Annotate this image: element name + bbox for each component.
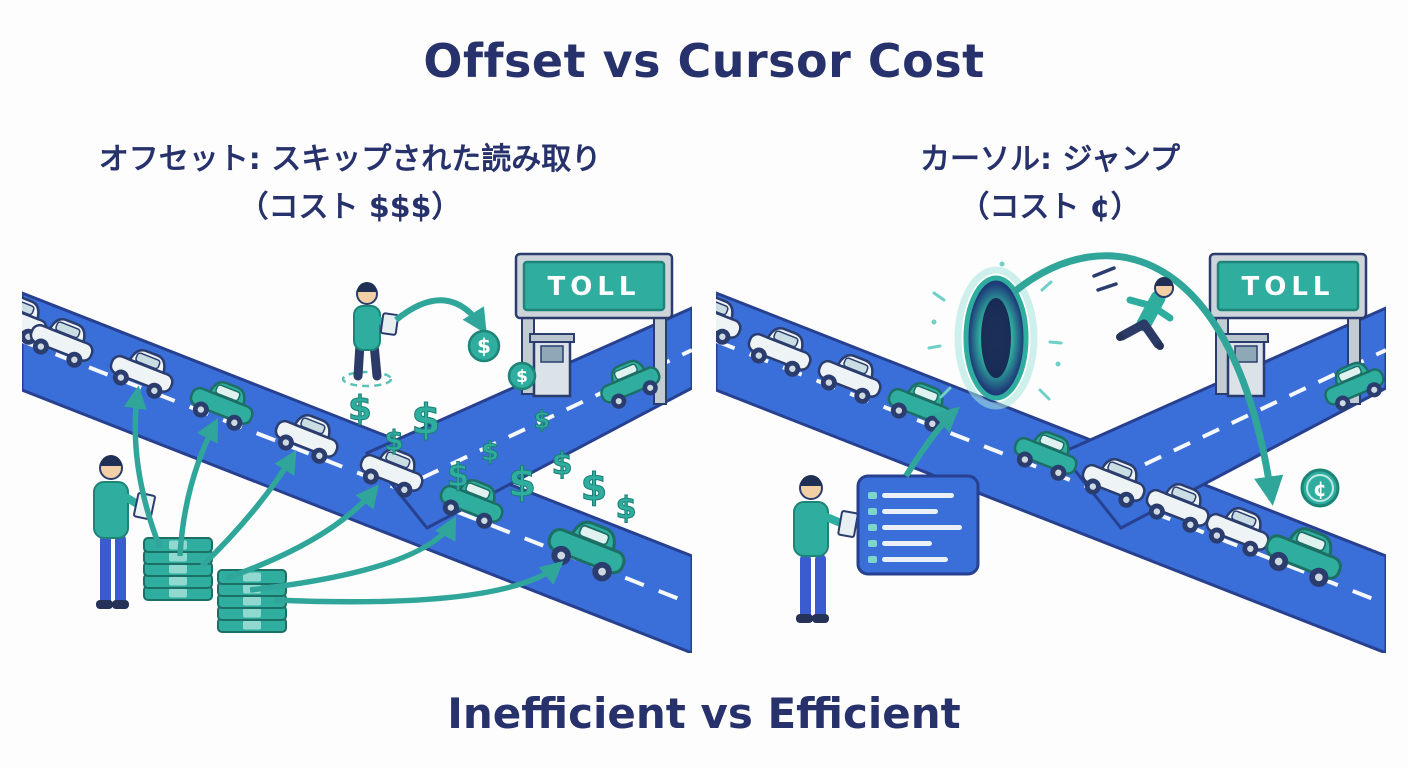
tablet-icon xyxy=(837,510,859,538)
toll-branch-road xyxy=(364,306,692,530)
reader-person xyxy=(93,455,156,609)
dollar-sign-icon: $ xyxy=(508,460,536,506)
offset-heading-line1: オフセット: スキップされた読み取り xyxy=(98,142,602,177)
skip-arrow xyxy=(273,560,564,605)
lane-marking xyxy=(421,348,692,480)
dollar-coin-icon xyxy=(507,361,537,391)
toll-branch-road xyxy=(1058,306,1386,530)
skip-arrow xyxy=(177,417,219,557)
dollar-sign-icon: $ xyxy=(616,491,637,526)
pointer-person xyxy=(341,282,400,388)
dollar-sign-icon: $ xyxy=(516,367,528,387)
skip-read-arrows xyxy=(123,385,564,605)
money-stack xyxy=(143,537,213,601)
dollar-coin-icon xyxy=(467,329,501,363)
toll-gate: TOLL xyxy=(1208,252,1368,405)
dollar-sign-icon: $ xyxy=(477,334,491,358)
page-title: Offset vs Cursor Cost xyxy=(423,34,985,88)
dollar-sign-icon: $ xyxy=(411,395,440,444)
cursor-heading-line2: （コスト ¢） xyxy=(959,190,1141,225)
dollar-sign-icon: $ xyxy=(534,406,551,434)
skip-arrow xyxy=(226,484,379,581)
tablet-icon xyxy=(379,312,400,336)
dollar-sign-icon: $ xyxy=(552,447,573,482)
offset-heading-line2: （コスト $$$） xyxy=(238,190,462,225)
dollar-signs: $ $ $ $ $ $ $ $ $ $ $ $ xyxy=(348,329,637,527)
cent-coin: ¢ xyxy=(1300,468,1340,508)
cursor-heading: カーソル: ジャンプ （コスト ¢） xyxy=(740,136,1360,232)
jump-arc-arrow xyxy=(1011,252,1284,506)
lane-marking xyxy=(22,339,692,606)
skip-arrow xyxy=(200,450,297,568)
cursor-portal xyxy=(927,261,1063,410)
cursor-code-panel xyxy=(856,474,980,576)
offset-heading: オフセット: スキップされた読み取り （コスト $$$） xyxy=(20,136,680,232)
lane-marking xyxy=(1115,348,1386,480)
cent-sign-icon: ¢ xyxy=(1313,477,1327,501)
dollar-sign-icon: $ xyxy=(384,424,403,457)
offset-illustration: TOLL xyxy=(22,252,692,653)
dollar-sign-icon: $ xyxy=(348,389,372,429)
dollar-sign-icon: $ xyxy=(581,465,607,509)
toll-booth xyxy=(532,336,572,398)
skip-arrow xyxy=(123,385,163,549)
cursor-heading-line1: カーソル: ジャンプ xyxy=(919,142,1181,177)
dollar-sign-icon: $ xyxy=(481,437,499,467)
cursor-illustration: TOLL xyxy=(716,252,1386,653)
reader-person xyxy=(793,475,859,623)
toll-sign-label: TOLL xyxy=(548,272,641,302)
pay-arrow xyxy=(394,297,487,335)
seek-arrow xyxy=(903,406,960,478)
toll-sign-label: TOLL xyxy=(1242,272,1335,302)
skip-arrow xyxy=(249,515,457,593)
footer-caption: Inefficient vs Efficient xyxy=(447,689,961,738)
runner-person xyxy=(1092,266,1174,350)
dollar-sign-icon: $ xyxy=(447,456,469,494)
